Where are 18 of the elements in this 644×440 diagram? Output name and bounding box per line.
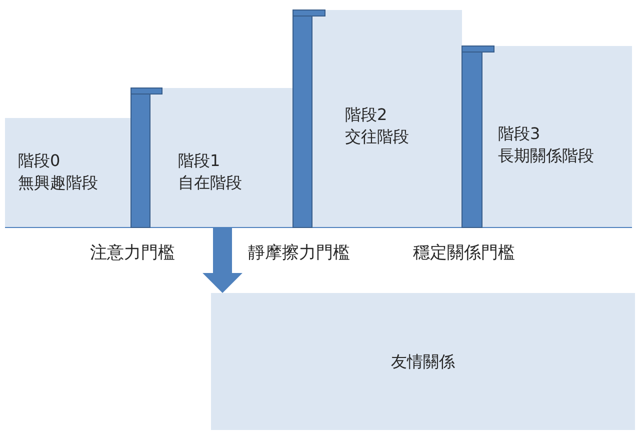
stage-title: 無興趣階段 [18,172,98,194]
stage-block [5,118,131,228]
stage-number: 階段2 [345,104,388,126]
stage-title: 長期關係階段 [498,145,594,167]
threshold-label: 注意力門檻 [90,243,175,263]
threshold-label: 穩定關係門檻 [413,243,515,263]
stage-title: 自在階段 [178,172,242,194]
stage-number: 階段0 [18,150,60,172]
stage-block [150,88,293,228]
stage-number: 階段1 [178,150,220,172]
stage-block [312,10,462,228]
outcome-box [211,293,635,430]
stage-number: 階段3 [498,123,540,145]
stage-title: 交往階段 [345,126,409,148]
threshold-label: 靜摩擦力門檻 [248,243,350,263]
stage-block [482,46,632,228]
outcome-label: 友情關係 [391,350,455,372]
block-arrow [202,228,242,293]
